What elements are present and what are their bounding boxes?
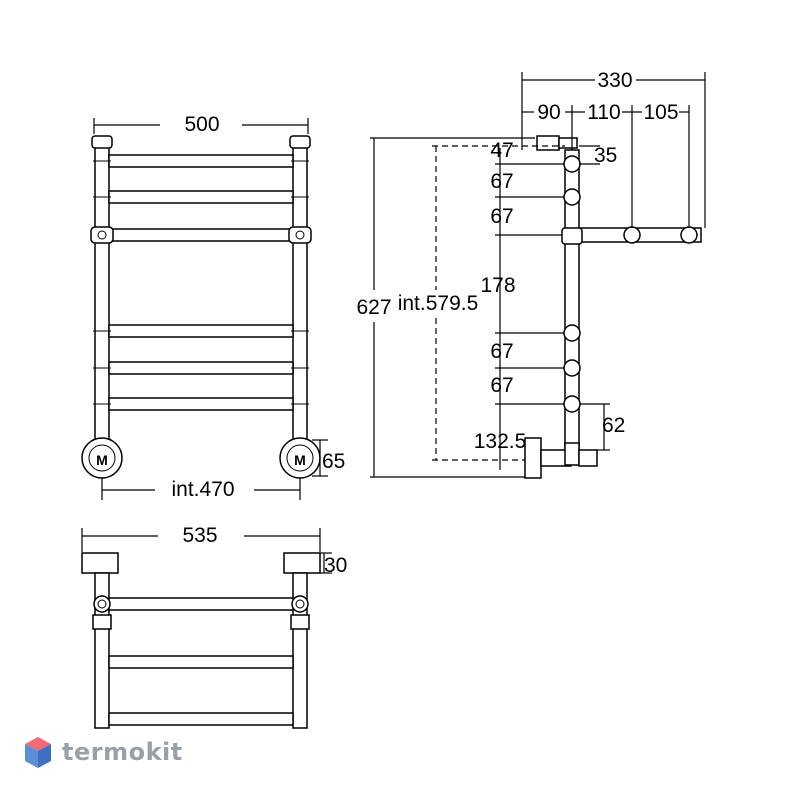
svg-text:500: 500 (184, 113, 219, 136)
svg-text:178: 178 (480, 274, 515, 297)
svg-text:35: 35 (594, 144, 617, 167)
dim-side-height-total: 627 (356, 137, 535, 478)
top-right-valve (291, 595, 309, 613)
front-left-valve: M (81, 437, 123, 479)
svg-text:110: 110 (587, 101, 620, 124)
top-bar-2 (108, 655, 294, 669)
side-top-connector (558, 137, 578, 149)
front-bar-1 (108, 154, 294, 168)
front-left-pipe (94, 139, 110, 466)
svg-text:627: 627 (356, 296, 391, 319)
dim-top-width: 535 (81, 524, 321, 552)
svg-text:330: 330 (597, 69, 632, 92)
svg-text:int.579.5: int.579.5 (398, 292, 479, 315)
brand-name: termokit (62, 738, 183, 766)
svg-text:30: 30 (324, 554, 347, 577)
dim-side-height-internal: int.579.5 (398, 145, 565, 461)
svg-text:105: 105 (643, 101, 678, 124)
side-valve-fitting (564, 442, 580, 466)
side-shelf-bar-1 (623, 226, 641, 244)
side-valve-outlet (578, 449, 598, 467)
svg-text:M: M (294, 452, 306, 468)
brand-logo-icon (25, 737, 51, 768)
top-bar-3 (108, 712, 294, 726)
top-left-valve (93, 595, 111, 613)
front-bar-5 (108, 361, 294, 375)
svg-text:132.5: 132.5 (474, 430, 527, 453)
front-bar-4 (108, 324, 294, 338)
side-bar-end-4 (563, 324, 581, 342)
front-view: M M 500 int.470 65 (81, 113, 345, 501)
side-valve-body (524, 437, 542, 479)
top-bar-1 (108, 597, 294, 611)
front-left-cap (91, 135, 113, 149)
front-bar-3 (108, 228, 294, 242)
front-right-pipe (292, 139, 308, 466)
dim-front-valve: 65 (312, 439, 345, 477)
dim-side-depth-total: 330 (521, 69, 706, 228)
svg-text:M: M (96, 452, 108, 468)
svg-text:int.470: int.470 (171, 478, 234, 501)
side-bar-end-5 (563, 359, 581, 377)
svg-text:67: 67 (490, 374, 513, 397)
top-right-fitting (290, 614, 310, 630)
dim-top-depth: 30 (320, 552, 347, 577)
top-view: 535 30 (81, 524, 347, 729)
side-bar-end-1 (563, 155, 581, 173)
svg-text:67: 67 (490, 205, 513, 228)
dim-front-width: 500 (93, 113, 309, 136)
side-top-cap (536, 135, 560, 151)
side-joint (561, 227, 583, 245)
side-view: 330 90 110 105 627 i (356, 69, 706, 479)
dim-side-depth-parts: 90 110 105 (522, 101, 690, 228)
svg-text:65: 65 (322, 450, 345, 473)
top-left-fitting (92, 614, 112, 630)
top-left-bracket (81, 552, 119, 574)
svg-text:62: 62 (602, 414, 625, 437)
front-right-cap (289, 135, 311, 149)
svg-text:67: 67 (490, 170, 513, 193)
dim-side-spacings: 47 67 67 178 67 67 132.5 (474, 139, 564, 470)
svg-text:67: 67 (490, 340, 513, 363)
front-right-joint (288, 226, 312, 244)
svg-text:47: 47 (490, 139, 513, 162)
top-right-bracket (283, 552, 321, 574)
side-bar-end-6 (563, 395, 581, 413)
svg-text:535: 535 (182, 524, 217, 547)
svg-text:90: 90 (537, 101, 560, 124)
side-shelf-bar-2 (680, 226, 698, 244)
dim-side-valve: 62 (580, 403, 625, 451)
front-bar-2 (108, 190, 294, 204)
front-bar-6 (108, 397, 294, 411)
side-bar-end-2 (563, 188, 581, 206)
dim-front-internal: int.470 (101, 478, 301, 501)
front-left-joint (90, 226, 114, 244)
front-right-valve: M (279, 437, 321, 479)
dim-side-top-cap: 35 (579, 144, 617, 167)
